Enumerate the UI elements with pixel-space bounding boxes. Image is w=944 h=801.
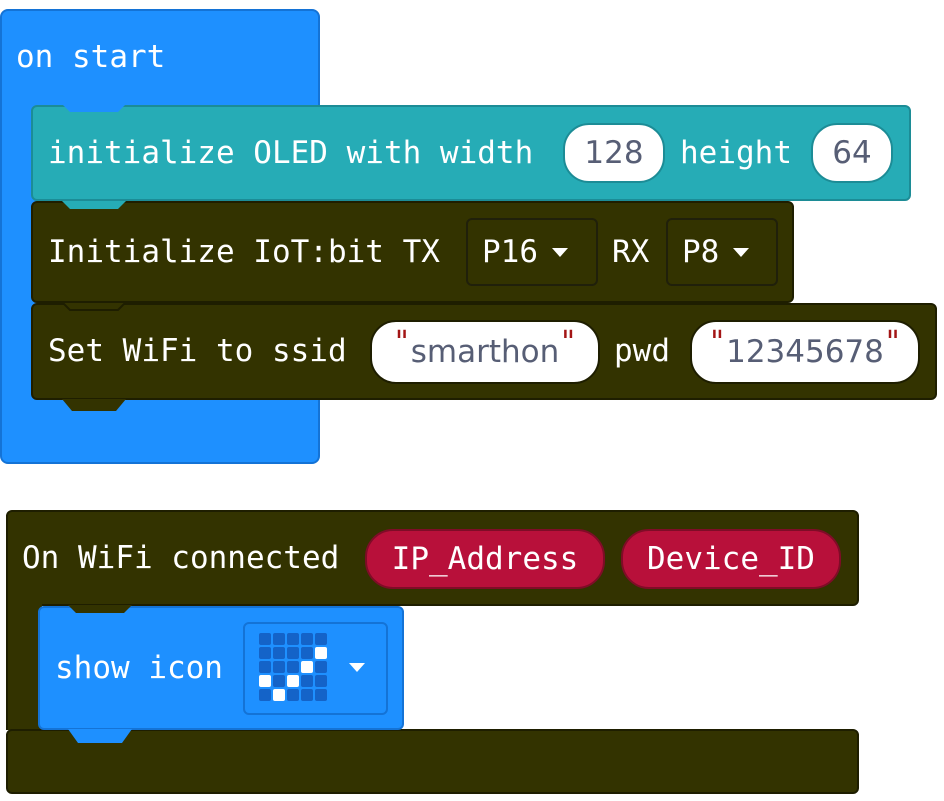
on-wifi-connected-side (6, 590, 42, 730)
chevron-down-icon (733, 247, 750, 257)
led-off (259, 647, 271, 659)
block-bottom-notch (68, 729, 132, 743)
rx-label: RX (612, 234, 650, 270)
oled-width-value: 128 (584, 135, 644, 171)
on-wifi-connected-label: On WiFi connected (22, 540, 340, 576)
led-off (273, 675, 285, 687)
oled-label: initialize OLED with width (48, 135, 534, 171)
on-wifi-connected-footer (6, 729, 859, 794)
led-off (259, 689, 271, 701)
quote-mark: " (885, 324, 900, 360)
oled-height-label: height (680, 135, 792, 171)
led-off (301, 633, 313, 645)
quote-mark: " (561, 324, 576, 360)
ip-address-param[interactable]: IP_Address (365, 529, 605, 589)
quote-mark: " (710, 324, 725, 360)
led-off (287, 647, 299, 659)
oled-height-value: 64 (832, 135, 872, 171)
led-off (315, 633, 327, 645)
iot-label: Initialize IoT:bit TX (48, 234, 440, 270)
ip-address-label: IP_Address (391, 541, 579, 577)
led-off (315, 675, 327, 687)
led-off (301, 689, 313, 701)
led-off (287, 689, 299, 701)
pwd-input[interactable]: " 12345678 " (690, 320, 920, 384)
led-off (259, 661, 271, 673)
led-on (273, 689, 285, 701)
led-off (273, 633, 285, 645)
wifi-label: Set WiFi to ssid (48, 333, 347, 369)
led-off (287, 661, 299, 673)
block-bottom-notch (62, 399, 126, 411)
show-icon-block[interactable] (38, 606, 404, 730)
rx-pin-value: P8 (682, 234, 720, 270)
pwd-value: 12345678 (726, 334, 884, 370)
led-off (315, 661, 327, 673)
device-id-param[interactable]: Device_ID (621, 529, 841, 589)
tx-pin-dropdown[interactable]: P16 (466, 218, 598, 286)
led-off (273, 647, 285, 659)
led-off (315, 689, 327, 701)
led-on (287, 675, 299, 687)
initialize-oled-block[interactable] (31, 105, 911, 201)
led-on (259, 675, 271, 687)
block-notch (62, 104, 126, 112)
on-start-label: on start (16, 39, 166, 75)
chevron-down-icon (552, 247, 568, 257)
device-id-label: Device_ID (647, 541, 815, 577)
pwd-label: pwd (614, 333, 670, 369)
led-icon-preview (259, 633, 327, 701)
show-icon-label: show icon (55, 650, 223, 686)
block-notch (62, 302, 126, 311)
rx-pin-dropdown[interactable]: P8 (666, 218, 778, 286)
tx-pin-value: P16 (482, 234, 538, 270)
led-off (301, 647, 313, 659)
ssid-input[interactable]: " smarthon " (370, 320, 600, 384)
led-on (301, 661, 313, 673)
quote-mark: " (394, 324, 409, 360)
oled-height-input[interactable]: 64 (811, 123, 893, 183)
led-off (301, 675, 313, 687)
led-off (287, 633, 299, 645)
led-off (273, 661, 285, 673)
block-notch (68, 605, 132, 613)
chevron-down-icon (349, 663, 365, 672)
led-on (315, 647, 327, 659)
oled-width-input[interactable]: 128 (563, 123, 665, 183)
ssid-value: smarthon (410, 334, 560, 370)
led-off (259, 633, 271, 645)
block-notch (62, 201, 126, 209)
icon-picker-dropdown[interactable] (243, 622, 388, 715)
